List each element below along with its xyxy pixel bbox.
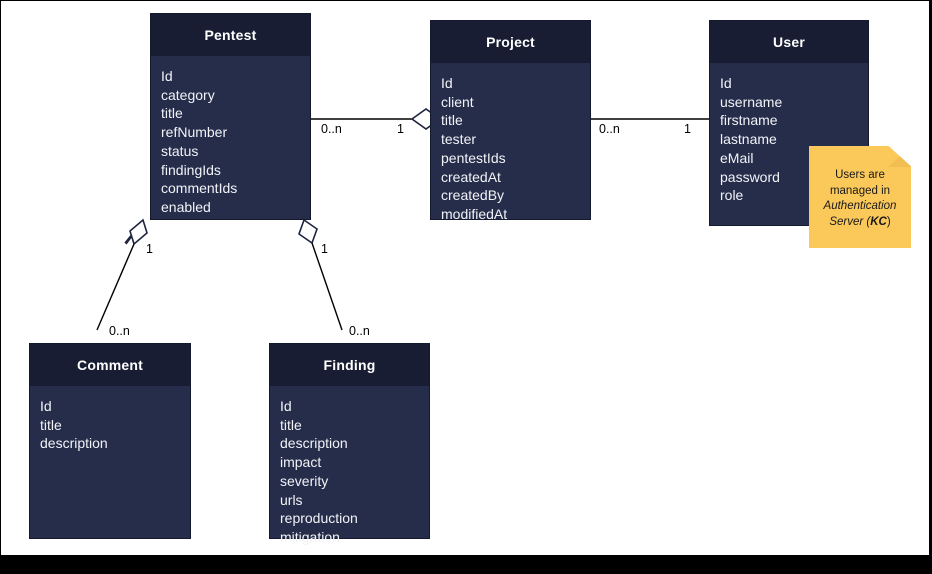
uml-attribute: Id [161,68,173,84]
uml-class-title: Pentest [151,14,310,56]
uml-attribute: createdBy [441,187,505,204]
uml-attribute: commentIds [161,180,238,197]
uml-attribute: Id [720,75,732,91]
note-line-4-prefix: Server ( [829,215,871,228]
uml-attribute: Id [441,75,453,91]
uml-attribute: password [720,168,780,185]
uml-attribute: Id [280,398,292,414]
uml-attribute: Id [40,398,52,414]
uml-attribute: description [40,435,108,452]
uml-note-users[interactable]: Users are managed in Authentication Serv… [809,146,911,248]
multiplicity-project-user-source: 0..n [599,122,620,136]
uml-attribute-list: Id category title refNumber status findi… [151,56,310,225]
note-fold-corner [888,146,911,167]
uml-class-project[interactable]: Project Id client title tester pentestId… [430,20,591,222]
uml-attribute: tester [441,131,477,148]
note-line-1: Users are [835,169,885,181]
uml-attribute: findingIds [161,161,221,178]
aggregation-diamond-pentest-comment [124,220,144,244]
uml-class-title: Project [431,21,590,63]
uml-attribute: status [161,142,199,159]
uml-attribute: title [280,416,302,433]
uml-attribute: role [720,187,744,204]
note-line-4-suffix: ) [886,215,891,228]
aggregation-diamond-pentest-comment-shape [125,219,144,245]
uml-attribute: modifiedAt [441,205,508,222]
uml-attribute: pentestIds [441,149,506,166]
multiplicity-pentest-comment-target: 0..n [109,324,130,338]
uml-class-finding[interactable]: Finding Id title description impact seve… [269,343,430,545]
uml-attribute: username [720,93,783,110]
uml-attribute: firstname [720,112,778,129]
uml-attribute: client [441,93,474,110]
multiplicity-pentest-project-source: 0..n [321,122,342,136]
multiplicity-pentest-finding-source: 1 [321,242,328,256]
multiplicity-pentest-project-target: 1 [397,122,404,136]
uml-attribute: impact [280,454,322,471]
uml-attribute: title [441,112,463,129]
uml-attribute: createdAt [441,168,501,185]
multiplicity-project-user-target: 1 [684,122,691,136]
uml-attribute: title [40,416,62,433]
uml-attribute-list: Id username firstname lastname eMail pas… [710,63,868,213]
uml-attribute: lastname [720,131,777,148]
uml-attribute: title [161,105,183,122]
uml-attribute: severity [280,472,329,489]
uml-attribute: description [280,435,348,452]
uml-attribute: mitigation [280,528,340,545]
uml-class-pentest[interactable]: Pentest Id category title refNumber stat… [150,13,311,220]
diagram-canvas: 0..n 1 0..n 1 1 0..n 1 0..n Pentest Id c… [1,1,930,556]
uml-attribute: enabled [161,198,211,215]
note-line-4-strong: KC [870,215,887,228]
connector-pentest-finding [311,242,343,331]
uml-class-comment[interactable]: Comment Id title description [29,343,191,539]
uml-attribute-list: Id client title tester pentestIds create… [431,63,590,232]
note-line-4: Server (KC) [816,215,904,231]
aggregation-diamond-comment [129,218,148,246]
note-line-2: managed in [829,184,891,197]
uml-attribute: refNumber [161,124,228,141]
uml-attribute: reproduction [280,510,358,527]
uml-attribute: eMail [720,149,754,166]
uml-attribute-list: Id title description [30,386,190,461]
multiplicity-pentest-finding-target: 0..n [349,324,370,338]
uml-class-title: User [710,21,868,63]
uml-attribute: urls [280,491,303,508]
uml-class-title: Finding [270,344,429,386]
note-line-3: Authentication [823,200,897,212]
connector-pentest-comment [96,243,135,331]
uml-attribute: category [161,86,215,103]
uml-attribute-list: Id title description impact severity url… [270,386,429,555]
multiplicity-pentest-comment-source: 1 [146,242,153,256]
uml-class-title: Comment [30,344,190,386]
